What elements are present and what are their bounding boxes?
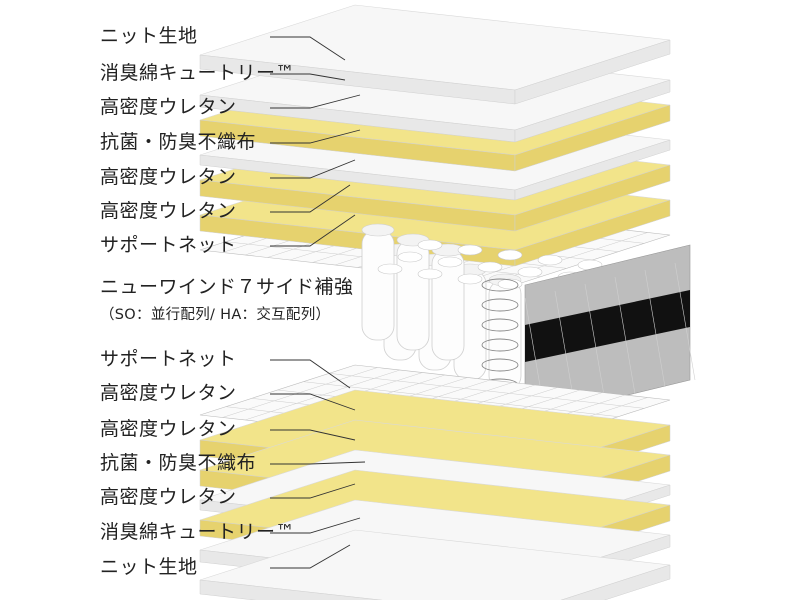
- pocket-coil: [361, 229, 395, 341]
- leader-line: [270, 36, 346, 61]
- leader-line: [270, 184, 351, 213]
- coil-cap: [497, 278, 523, 290]
- label-deodorant-cotton-top: 消臭綿キュートリー™: [100, 62, 296, 84]
- deodorant-cotton-top-layer-side: [514, 79, 671, 143]
- knit-fabric-bottom-layer-side: [560, 564, 671, 600]
- coil-cap: [417, 239, 443, 251]
- coil-cap: [517, 266, 543, 278]
- wire-coil: [481, 358, 519, 372]
- quilt-line: [584, 283, 606, 402]
- leader-line: [270, 129, 361, 144]
- label-deodorant-cotton-bottom: 消臭綿キュートリー™: [100, 521, 296, 543]
- label-urethane-top-2: 高密度ウレタン: [100, 166, 237, 188]
- coil-cap: [437, 256, 463, 268]
- quilt-line: [674, 262, 696, 381]
- wire-coil: [481, 278, 519, 292]
- label-urethane-bottom-1: 高密度ウレタン: [100, 382, 237, 404]
- label-urethane-bottom-3: 高密度ウレタン: [100, 486, 237, 508]
- pocket-coil-top: [361, 223, 395, 237]
- leader-line: [270, 393, 356, 411]
- label-nonwoven-bottom: 抗菌・防臭不織布: [100, 452, 257, 474]
- quilt-line: [554, 290, 576, 409]
- leader-line: [270, 214, 356, 247]
- coil-cap: [497, 249, 523, 261]
- label-spring-core: ニューワインド７サイド補強: [100, 276, 354, 298]
- wire-coil: [481, 298, 519, 312]
- support-net-bottom-layer-mesh: [329, 373, 645, 409]
- label-urethane-top-3: 高密度ウレタン: [100, 200, 237, 222]
- label-urethane-bottom-2: 高密度ウレタン: [100, 418, 237, 440]
- coil-cap: [417, 268, 443, 280]
- coil-cap: [457, 244, 483, 256]
- coil-cap: [377, 263, 403, 275]
- coil-cap: [397, 251, 423, 263]
- leader-line: [270, 483, 356, 499]
- label-spring-arrangement-note: （SO：並行配列/ HA：交互配列）: [100, 307, 331, 323]
- label-nonwoven-top: 抗菌・防臭不織布: [100, 131, 257, 153]
- leader-line: [270, 94, 361, 109]
- urethane-top-3-layer-side: [514, 199, 671, 267]
- knit-fabric-bottom-layer: [199, 529, 671, 600]
- label-knit-fabric-bottom: ニット生地: [100, 556, 198, 578]
- leader-line: [270, 159, 356, 179]
- label-support-net-bottom: サポートネット: [100, 348, 237, 370]
- quilt-line: [614, 276, 636, 395]
- leader-line: [270, 359, 351, 389]
- knit-fabric-top-layer-side: [514, 39, 671, 105]
- support-net-bottom-layer-mesh: [303, 381, 619, 417]
- quilt-line: [644, 269, 666, 388]
- leader-line: [270, 461, 366, 465]
- leader-line: [270, 517, 361, 534]
- pocket-coil: [488, 279, 522, 391]
- urethane-top-2-layer-side: [514, 164, 671, 232]
- urethane-top-1-layer-side: [514, 104, 671, 172]
- nonwoven-top-layer-side: [514, 139, 671, 201]
- coil-cap: [477, 261, 503, 273]
- coil-cap: [457, 273, 483, 285]
- coil-cap: [537, 254, 563, 266]
- side-border-band: [525, 290, 690, 362]
- wire-coil: [481, 338, 519, 352]
- leader-line: [270, 73, 346, 81]
- leader-line: [270, 429, 356, 441]
- label-knit-fabric-top: ニット生地: [100, 25, 198, 47]
- knit-fabric-bottom-layer-front: [199, 579, 383, 600]
- leader-line: [270, 544, 351, 569]
- label-support-net-top: サポートネット: [100, 234, 237, 256]
- wire-coil: [481, 318, 519, 332]
- label-urethane-top-1: 高密度ウレタン: [100, 96, 237, 118]
